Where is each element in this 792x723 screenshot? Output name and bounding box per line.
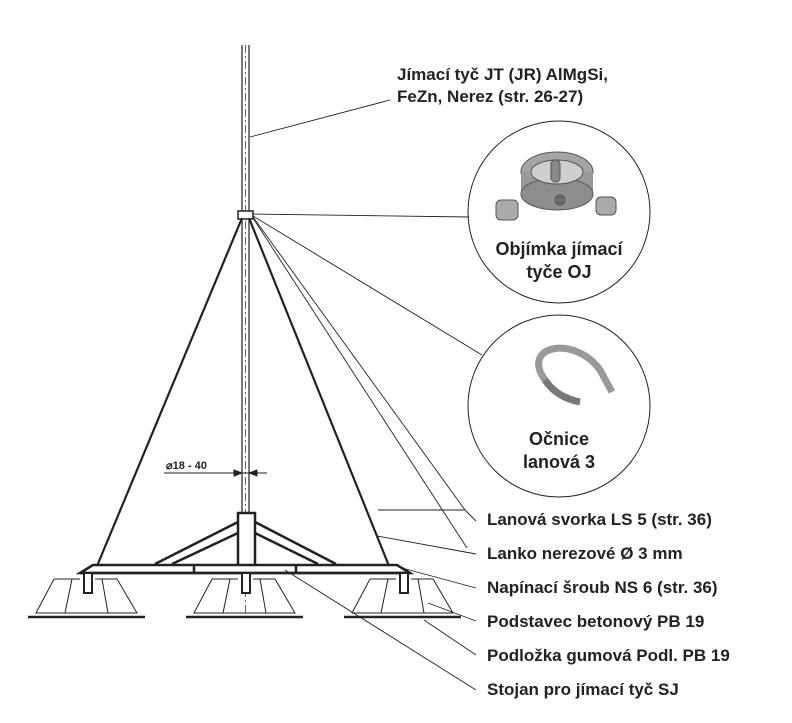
- label-rubber-pad: Podložka gumová Podl. PB 19: [487, 646, 730, 665]
- callout-clamp-line2: tyče OJ: [526, 262, 592, 282]
- callout-thimble-text: Očnice lanová 3: [469, 428, 649, 474]
- stand-frame: [75, 511, 415, 575]
- callout-thimble-line1: Očnice: [528, 429, 590, 449]
- concrete-base-left: [28, 572, 145, 619]
- label-concrete-base: Podstavec betonový PB 19: [487, 612, 705, 631]
- label-stainless-cable: Lanko nerezové Ø 3 mm: [487, 544, 683, 563]
- concrete-base-middle: [186, 572, 303, 619]
- callout-circle-thimble: [467, 314, 651, 498]
- mast: [237, 45, 254, 620]
- diameter-dimension-label: ⌀18 - 40: [166, 460, 207, 472]
- clamp-oj-icon: [495, 151, 617, 221]
- label-cable-clamp: Lanová svorka LS 5 (str. 36): [487, 510, 712, 529]
- label-stand: Stojan pro jímací tyč SJ: [487, 680, 679, 699]
- callout-circle-clamp: [467, 120, 651, 304]
- callout-clamp-line1: Objímka jímací: [495, 239, 623, 259]
- air-terminal-label-line1: Jímací tyč JT (JR) AlMgSi,: [397, 65, 608, 84]
- callout-thimble-line2: lanová 3: [522, 452, 596, 472]
- thimble-icon: [535, 344, 616, 406]
- concrete-base-right: [344, 572, 461, 619]
- leader-lines: [249, 99, 483, 691]
- air-terminal-label-line2: FeZn, Nerez (str. 26-27): [397, 87, 584, 106]
- callout-clamp-text: Objímka jímací tyče OJ: [469, 238, 649, 284]
- air-terminal-label: Jímací tyč JT (JR) AlMgSi, FeZn, Nerez (…: [397, 64, 608, 108]
- label-turnbuckle: Napínací šroub NS 6 (str. 36): [487, 578, 718, 597]
- guy-cables: [95, 217, 391, 567]
- concrete-bases: [28, 572, 461, 619]
- diameter-dimension: [164, 469, 267, 477]
